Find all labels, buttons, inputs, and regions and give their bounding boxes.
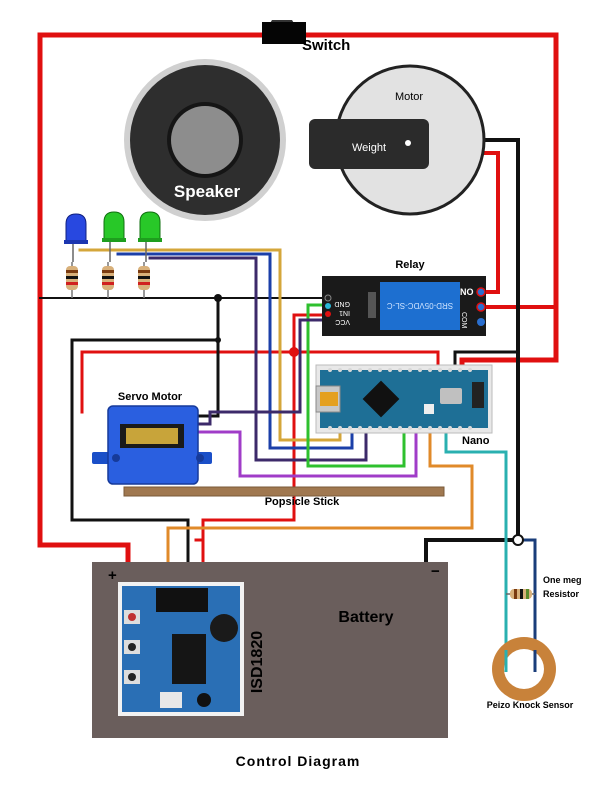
relay-pin bbox=[324, 294, 332, 302]
speaker-label: Speaker bbox=[174, 182, 241, 201]
piezo-label: Peizo Knock Sensor bbox=[487, 700, 574, 710]
ground-wire-nano bbox=[453, 350, 520, 370]
switch-label: Switch bbox=[302, 37, 350, 54]
junction-dot bbox=[512, 534, 524, 546]
popsicle-label: Popsicle Stick bbox=[265, 496, 340, 508]
ground-wire-servo bbox=[196, 296, 220, 418]
resistor-label-line2: Resistor bbox=[543, 589, 580, 599]
relay-pin bbox=[325, 311, 331, 317]
relay-gnd-label: GND bbox=[334, 300, 350, 307]
relay-module: SRD-05VDC-SL-C NO COM GND IN1 VCC bbox=[322, 276, 486, 336]
isd-label: ISD1820 bbox=[249, 631, 266, 693]
led-resistor bbox=[138, 262, 150, 298]
relay-com-label: COM bbox=[460, 312, 467, 329]
nano-label: Nano bbox=[462, 435, 490, 447]
microphone-icon bbox=[210, 614, 238, 642]
nano-chip bbox=[362, 380, 400, 418]
battery-plus: + bbox=[108, 567, 117, 584]
nano-bottom-pins bbox=[328, 426, 472, 430]
yellow-signal-wire bbox=[78, 248, 342, 442]
green-signal-wire bbox=[306, 303, 406, 468]
isd1820-module bbox=[118, 582, 244, 716]
footer-title: Control Diagram bbox=[236, 753, 361, 769]
teal-signal-wire bbox=[444, 428, 508, 670]
green-led bbox=[138, 211, 162, 262]
ground-wire-left bbox=[70, 338, 190, 592]
power-wire-nano bbox=[80, 350, 440, 414]
junction-dot bbox=[215, 337, 221, 343]
relay-terminal bbox=[476, 302, 486, 312]
relay-in1-label: IN1 bbox=[339, 309, 350, 316]
popsicle-stick bbox=[123, 486, 445, 497]
relay-chip-label: SRD-05VDC-SL-C bbox=[387, 301, 453, 310]
resistor-label-line1: One meg bbox=[543, 575, 582, 585]
junction-dot bbox=[289, 347, 299, 357]
motor-shaft bbox=[405, 140, 411, 146]
purple-signal-wire bbox=[196, 428, 418, 478]
relay-no-label: NO bbox=[460, 287, 474, 297]
green-led bbox=[102, 211, 126, 262]
relay-label: Relay bbox=[395, 259, 425, 271]
motor: Motor Weight bbox=[309, 64, 486, 216]
led-resistor bbox=[66, 262, 78, 298]
relay-terminal bbox=[477, 318, 485, 326]
relay-pin bbox=[325, 303, 331, 309]
battery-label: Battery bbox=[338, 609, 393, 626]
relay-terminal bbox=[476, 287, 486, 297]
led-array bbox=[64, 211, 162, 298]
servo-motor bbox=[92, 405, 212, 485]
motor-label: Motor bbox=[395, 91, 423, 103]
piezo-knock-sensor bbox=[492, 637, 556, 701]
nano-top-pins bbox=[328, 368, 472, 372]
led-resistor bbox=[102, 262, 114, 298]
orange-signal-wire bbox=[166, 428, 474, 592]
blue-signal-wire bbox=[116, 252, 354, 450]
toggle-switch bbox=[262, 20, 306, 44]
servo-label: Servo Motor bbox=[118, 391, 183, 403]
blue-led bbox=[64, 213, 88, 262]
one-meg-resistor bbox=[506, 589, 535, 599]
junction-dot bbox=[214, 294, 222, 302]
speaker: Speaker bbox=[124, 59, 286, 221]
battery-minus: − bbox=[431, 563, 440, 580]
servo-data-wire bbox=[196, 318, 332, 426]
arduino-nano bbox=[315, 364, 493, 434]
relay-vcc-label: VCC bbox=[335, 318, 350, 325]
dark-purple-signal-wire bbox=[148, 256, 368, 462]
motor-weight bbox=[309, 119, 429, 169]
power-wire-relay-vcc bbox=[201, 313, 332, 592]
weight-label: Weight bbox=[352, 142, 386, 154]
